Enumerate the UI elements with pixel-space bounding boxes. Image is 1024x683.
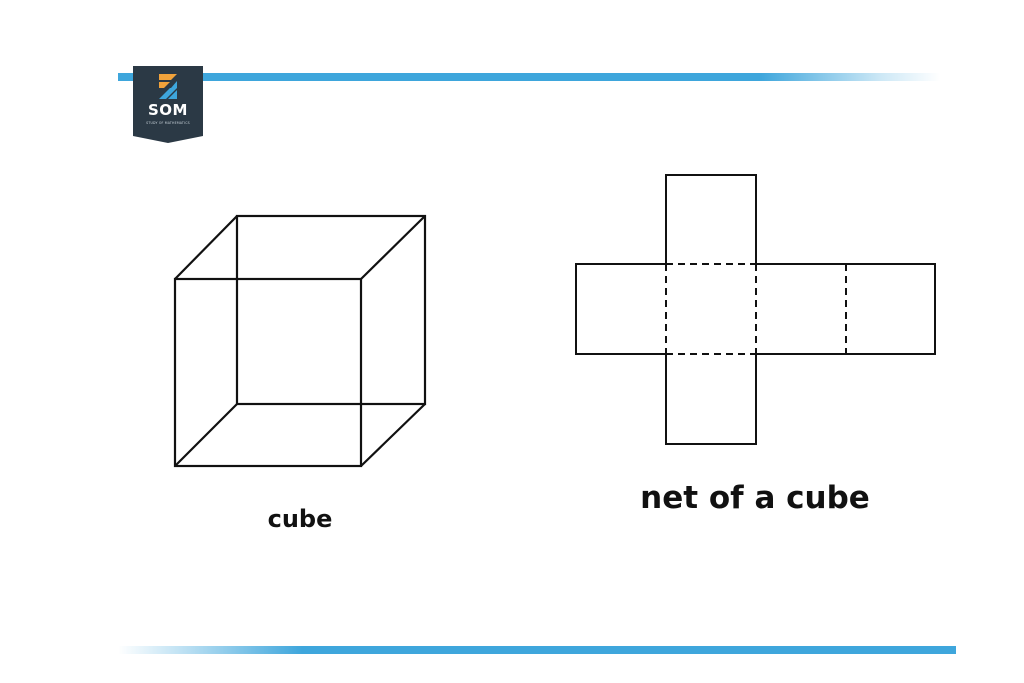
top-accent-bar [118, 73, 940, 81]
logo-tagline: STUDY OF MATHEMATICS [146, 121, 190, 125]
net-caption: net of a cube [640, 480, 870, 516]
som-logo: SOM STUDY OF MATHEMATICS [133, 66, 203, 143]
net-figure [575, 174, 936, 445]
cube-caption: cube [267, 505, 333, 533]
cube-edge-top-right [360, 215, 426, 280]
cube-front-face [173, 277, 363, 468]
net-outline [575, 174, 936, 445]
cube-figure [173, 214, 427, 468]
logo-mark-icon [159, 74, 177, 99]
logo-badge-icon [133, 66, 203, 143]
net-fold-lines [665, 263, 847, 355]
cube-edge-bottom-right [360, 403, 426, 467]
cube-edge-top-left [174, 215, 238, 280]
logo-name: SOM [148, 101, 188, 119]
cube-edge-bottom-left [174, 403, 238, 467]
cube-back-face [235, 214, 427, 406]
bottom-accent-bar [118, 646, 956, 654]
